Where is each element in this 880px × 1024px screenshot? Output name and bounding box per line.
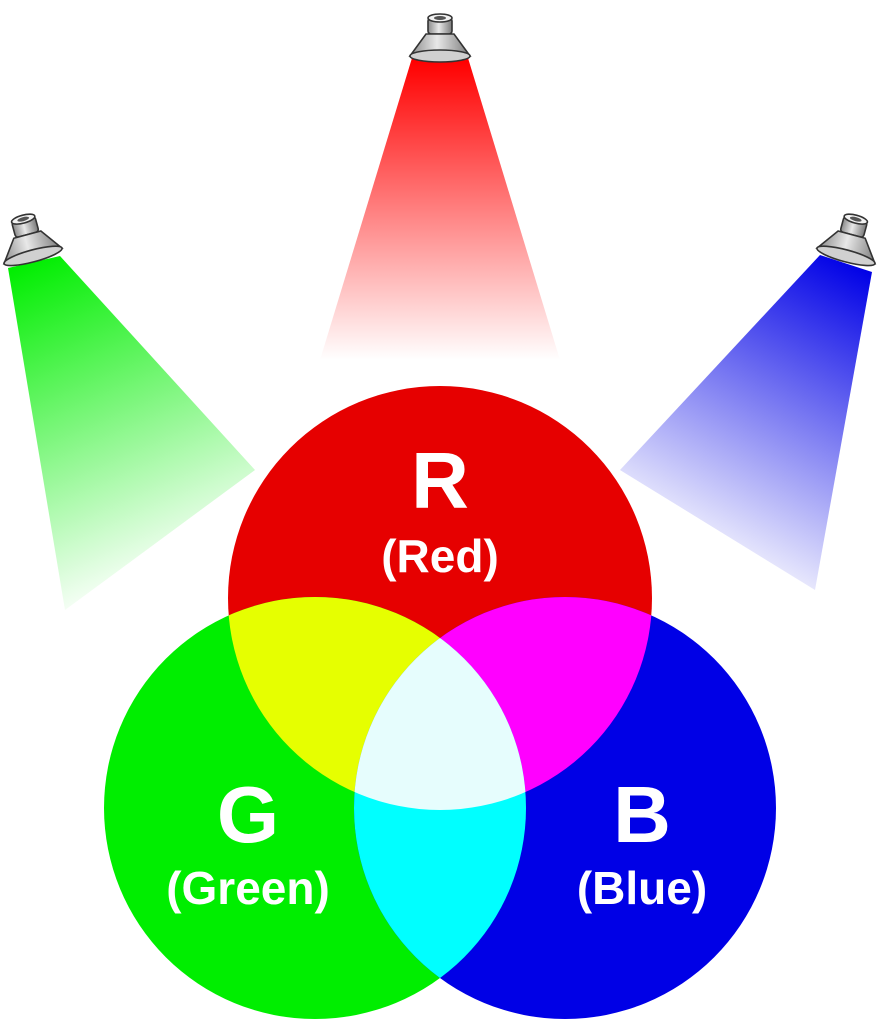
red-name: (Red) <box>381 530 499 582</box>
green-letter: G <box>217 770 279 859</box>
white-center-overlap <box>354 597 526 810</box>
blue-name: (Blue) <box>577 862 707 914</box>
blue-letter: B <box>613 770 671 859</box>
red-light-beam <box>320 58 560 360</box>
green-light-beam <box>8 256 255 610</box>
blue-light-beam <box>620 255 872 590</box>
spotlight-icon <box>409 13 471 63</box>
green-name: (Green) <box>166 862 330 914</box>
red-letter: R <box>411 436 469 525</box>
